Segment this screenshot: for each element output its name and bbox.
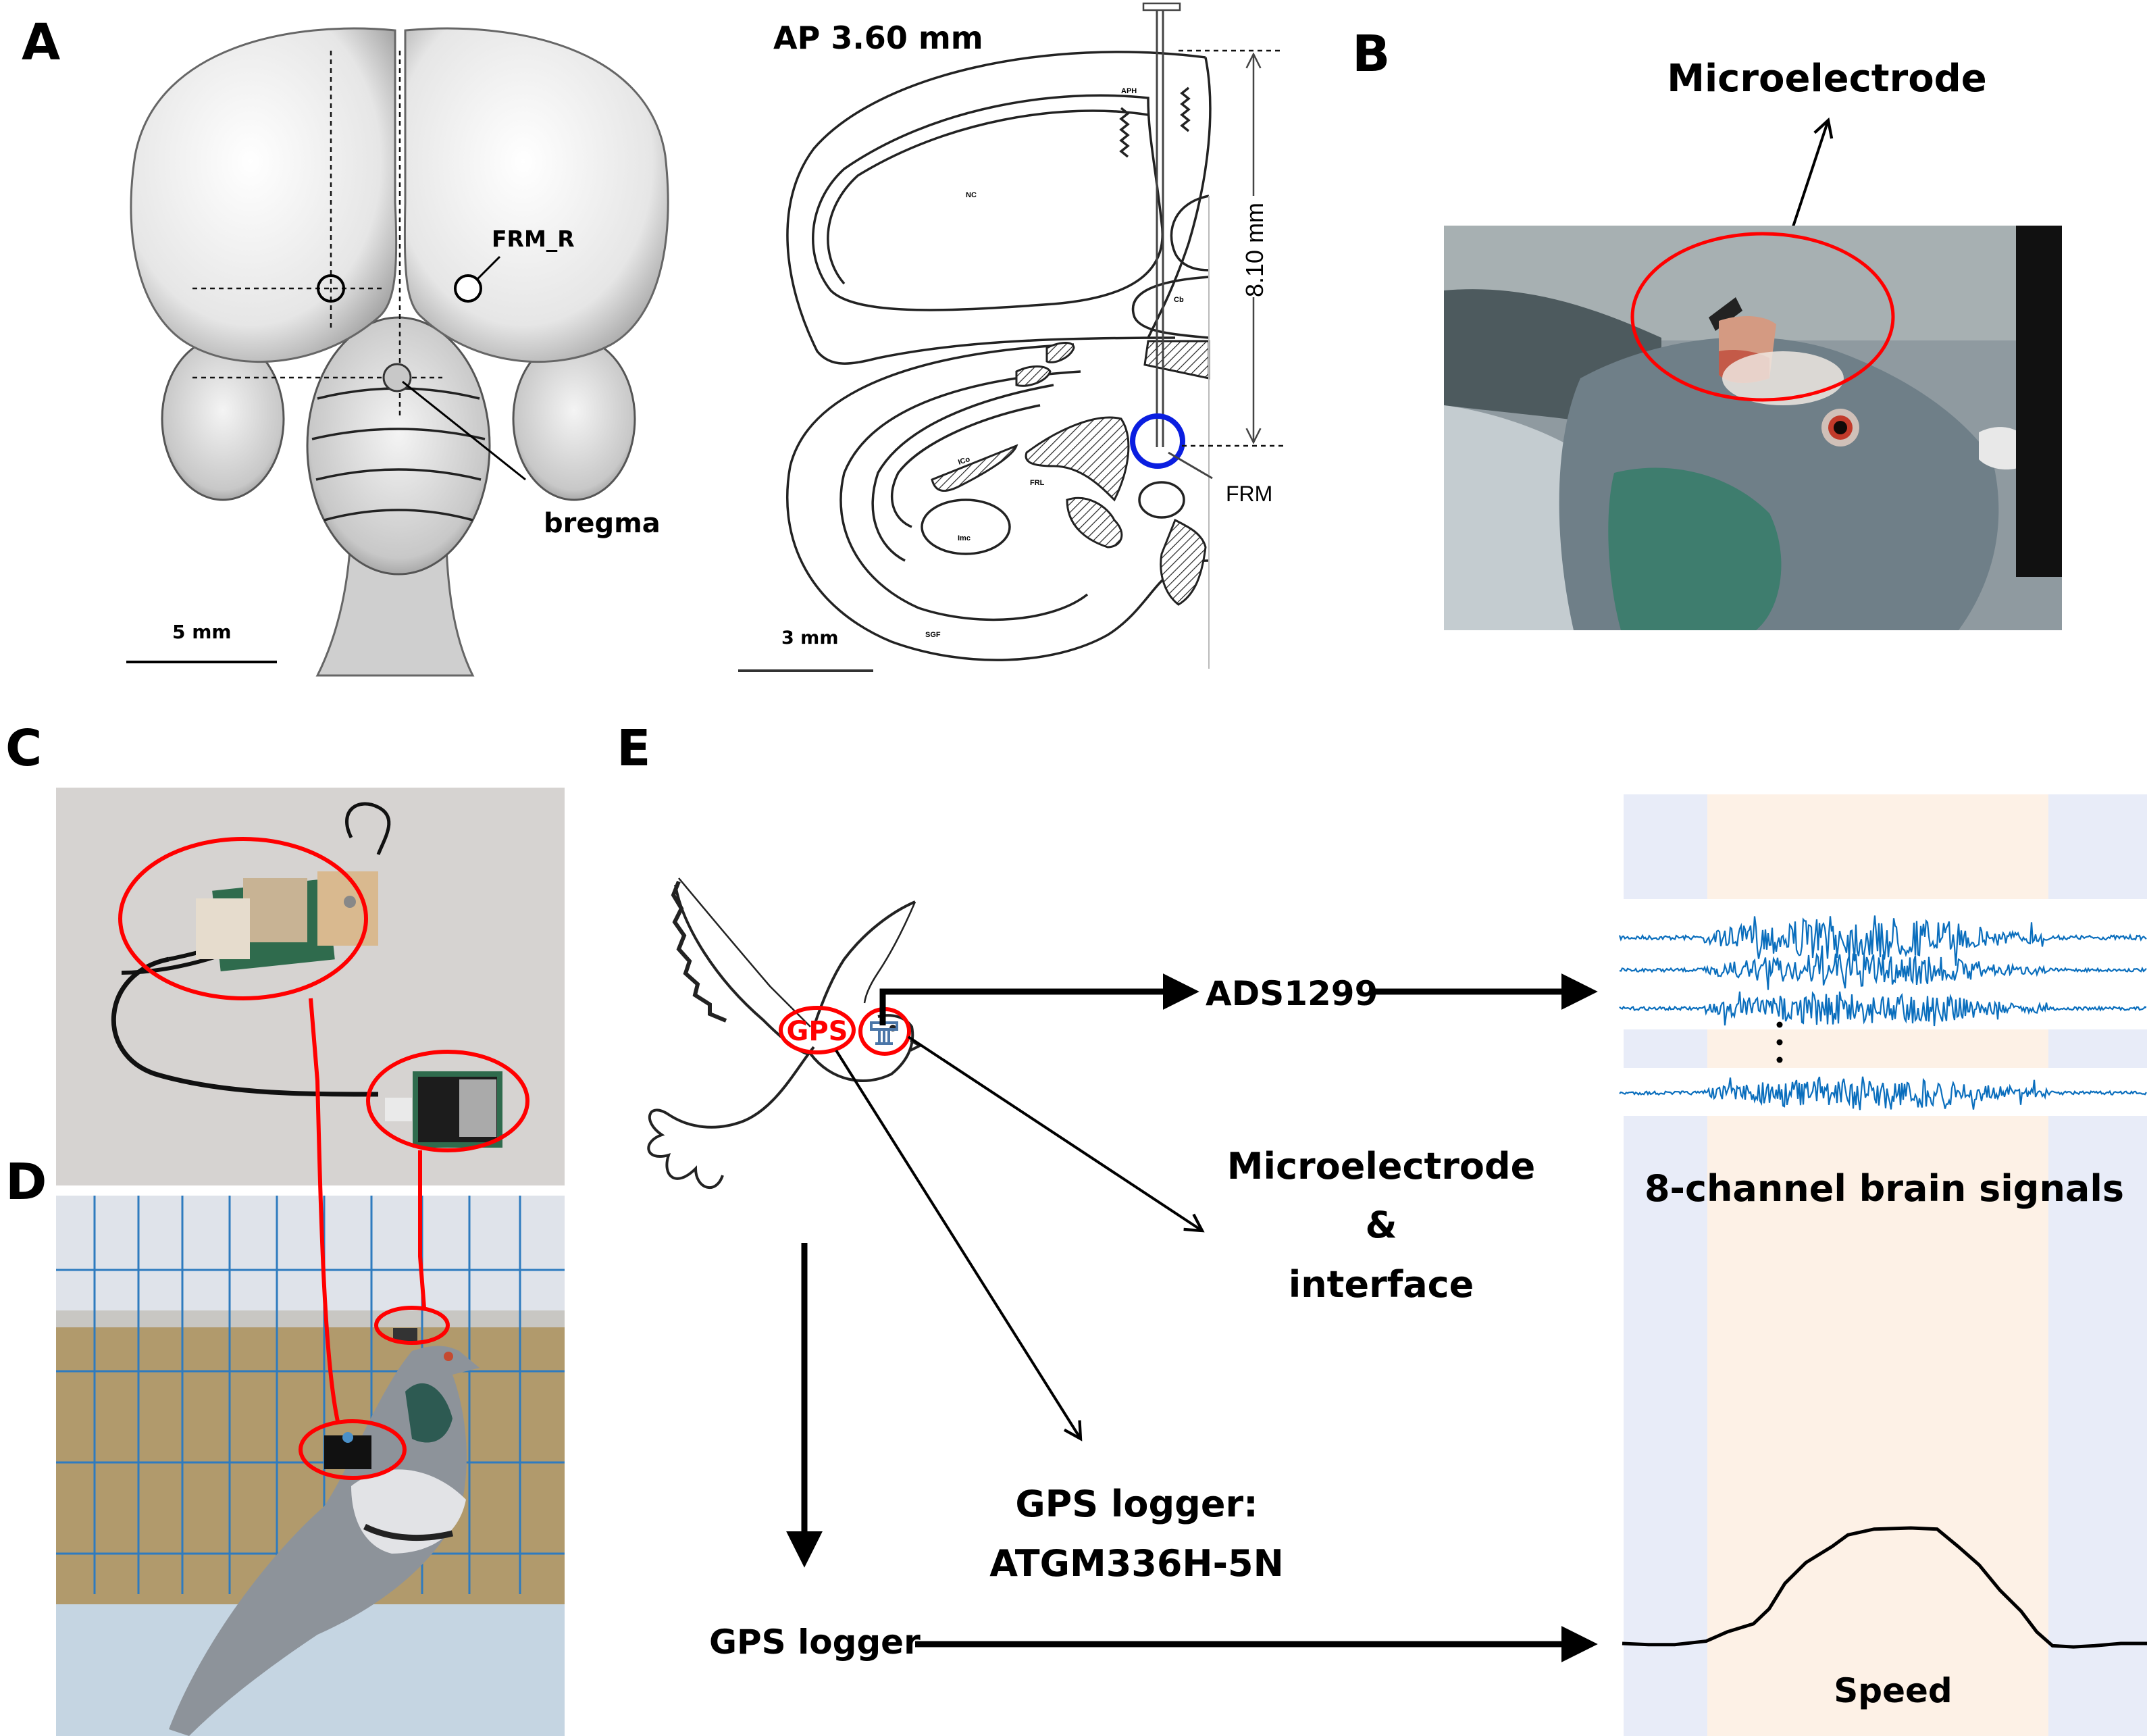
brain-signal-channel-trace: [1619, 1076, 2147, 1110]
panel-b: B Microelectrode: [1352, 25, 2062, 630]
ellipsis-dot: [1776, 1056, 1783, 1063]
frm-right-target: [454, 274, 482, 303]
microelectrode-highlight: [1630, 232, 1895, 402]
panel-e: E GPS ADS1299 Microelectrode: [617, 719, 2147, 1736]
electrode-callout-line-3: interface: [1289, 1263, 1474, 1306]
arrow-to-gps-callout: [835, 1049, 1083, 1441]
panel-label-c: C: [5, 719, 42, 777]
panel-c: C: [5, 719, 565, 1185]
speed-line: [1622, 1526, 2147, 1649]
hatched-nucleus: [931, 444, 1018, 492]
flying-pigeon-sketch: [647, 877, 923, 1190]
hatched-nucleus: [1066, 496, 1123, 548]
link-board-to-backpack: [309, 998, 340, 1422]
cerebellum: [306, 316, 491, 576]
panel-d: D: [5, 998, 565, 1736]
frm-left-target: [317, 274, 345, 303]
speed-label: Speed: [1834, 1671, 1952, 1710]
hatched-nucleus: [1025, 416, 1130, 502]
bregma-marker: [382, 363, 412, 392]
panel-label-e: E: [617, 719, 651, 777]
electrode-callout-line-1: Microelectrode: [1227, 1145, 1536, 1188]
brain-signal-channel-trace: [1619, 945, 2147, 990]
frm-label: FRM: [1226, 482, 1272, 506]
panel-label-d: D: [5, 1153, 47, 1211]
frm-r-label: FRM_R: [492, 226, 575, 252]
depth-label: 8.10 mm: [1241, 203, 1268, 297]
hatched-nucleus: [1045, 342, 1075, 363]
gps-tag-text: GPS: [787, 1016, 848, 1047]
control-board-highlight: [118, 837, 368, 1000]
hatched-band: [1143, 340, 1210, 380]
ads1299-label: ADS1299: [1206, 974, 1378, 1013]
pigeon-head-photo: [1444, 226, 2062, 630]
gps-callout-line-1: GPS logger:: [1015, 1483, 1258, 1525]
section-ap-title: AP 3.60 mm: [773, 20, 983, 56]
backpack-highlight: [299, 1419, 407, 1480]
panel-a: A FRM_R bregma 5 m: [22, 14, 669, 677]
gps-module-highlight: [366, 1050, 529, 1152]
region-label-imc: Imc: [958, 534, 971, 542]
electrode-track: [1142, 2, 1181, 447]
gps-tag-ring: [779, 1006, 856, 1054]
signals-title: 8-channel brain signals: [1645, 1167, 2124, 1210]
signal-speed-chart: 8-channel brain signals Speed: [1618, 794, 2147, 1736]
scale-bar-5mm-label: 5 mm: [172, 621, 232, 643]
brain-signal-channel-trace: [1619, 991, 2147, 1027]
ellipsis-dot: [1776, 1039, 1783, 1046]
hatched-nucleus: [1160, 518, 1207, 606]
hemisphere-right: [403, 27, 669, 363]
region-label-aph: APH: [1121, 87, 1137, 95]
signal-traces: [1618, 915, 2147, 1110]
hatched-nucleus: [1015, 365, 1052, 387]
region-label-sgf: SGF: [925, 631, 941, 639]
region-label-nc: NC: [966, 191, 977, 199]
region-label-ico: ICo: [957, 455, 971, 467]
head-connector-highlight: [374, 1306, 450, 1345]
hemisphere-left: [130, 27, 398, 363]
dorsal-brain-drawing: [130, 27, 669, 677]
gps-callout-line-2: ATGM336H-5N: [989, 1542, 1284, 1585]
panel-label-b: B: [1352, 25, 1390, 83]
electrode-callout-line-2: &: [1365, 1204, 1397, 1246]
region-label-frl: FRL: [1030, 479, 1045, 487]
region-label-cb: Cb: [1174, 296, 1184, 304]
brain-signal-channel-trace: [1618, 915, 2147, 966]
coronal-section: AP 3.60 mm APH NC Cb ICo FRL Imc SG: [738, 2, 1283, 672]
gps-logger-label: GPS logger: [709, 1623, 921, 1662]
bregma-label: bregma: [544, 508, 661, 539]
scale-bar-3mm-label: 3 mm: [781, 628, 838, 648]
arrow-to-ads1299: [879, 973, 1199, 1025]
panel-label-a: A: [22, 14, 60, 72]
ellipsis-dot: [1776, 1021, 1783, 1028]
arrow-to-electrode-callout: [907, 1036, 1205, 1233]
frm-target-circle: [1130, 413, 1185, 469]
microelectrode-callout: Microelectrode: [1667, 57, 1986, 101]
link-gps-to-head: [418, 1150, 426, 1308]
